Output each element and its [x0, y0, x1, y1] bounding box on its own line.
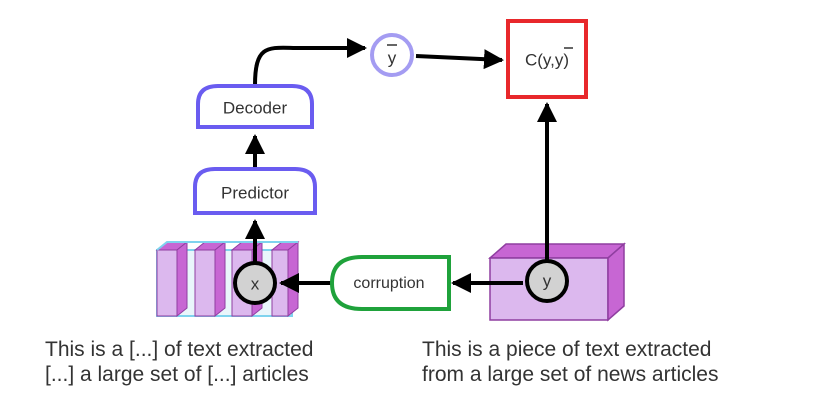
slice-side: [287, 240, 299, 318]
original-text-caption: This is a piece of text extracted from a…: [422, 337, 718, 387]
corruption-shape: [329, 255, 451, 311]
cost-label: C(y,y): [525, 50, 569, 69]
arrow-decoder-to-ybar: [253, 38, 367, 86]
edges: [245, 38, 557, 293]
corruption-label: corruption: [353, 275, 424, 292]
predictor-label: Predictor: [221, 183, 289, 202]
y-bar-node: y: [370, 33, 414, 77]
cost-box: [506, 19, 588, 99]
x-label: x: [251, 274, 260, 293]
x-node: x: [233, 261, 277, 305]
corrupted-text-block: [155, 240, 300, 318]
slice-side: [214, 240, 226, 318]
x-circle: [233, 261, 277, 305]
cost-node: C(y,y): [506, 19, 588, 99]
caption-line: [...] a large set of [...] articles: [45, 363, 309, 386]
original-block-top: [488, 243, 626, 259]
slice-side: [176, 240, 188, 318]
y-node: y: [525, 259, 569, 303]
y-bar-circle: [370, 33, 414, 77]
decoder-label: Decoder: [223, 98, 288, 117]
corruption-node: corruption: [329, 255, 451, 311]
original-block-side: [607, 242, 625, 322]
caption-line: from a large set of news articles: [422, 363, 719, 386]
decoder-shape: [196, 84, 314, 129]
caption-line: This is a piece of text extracted: [422, 338, 712, 361]
corrupted-text-caption: This is a [...] of text extracted [...] …: [45, 337, 313, 387]
decoder-node: Decoder: [196, 84, 314, 129]
arrow-ybar-to-cost: [415, 49, 504, 70]
slice-front: [156, 249, 178, 317]
caption-line: This is a [...] of text extracted: [45, 338, 314, 361]
predictor-shape: [193, 167, 317, 215]
slice-front: [194, 249, 216, 317]
y-circle: [525, 259, 569, 303]
y-label: y: [543, 271, 552, 290]
predictor-node: Predictor: [193, 167, 317, 215]
y-bar-label: y: [388, 48, 397, 67]
